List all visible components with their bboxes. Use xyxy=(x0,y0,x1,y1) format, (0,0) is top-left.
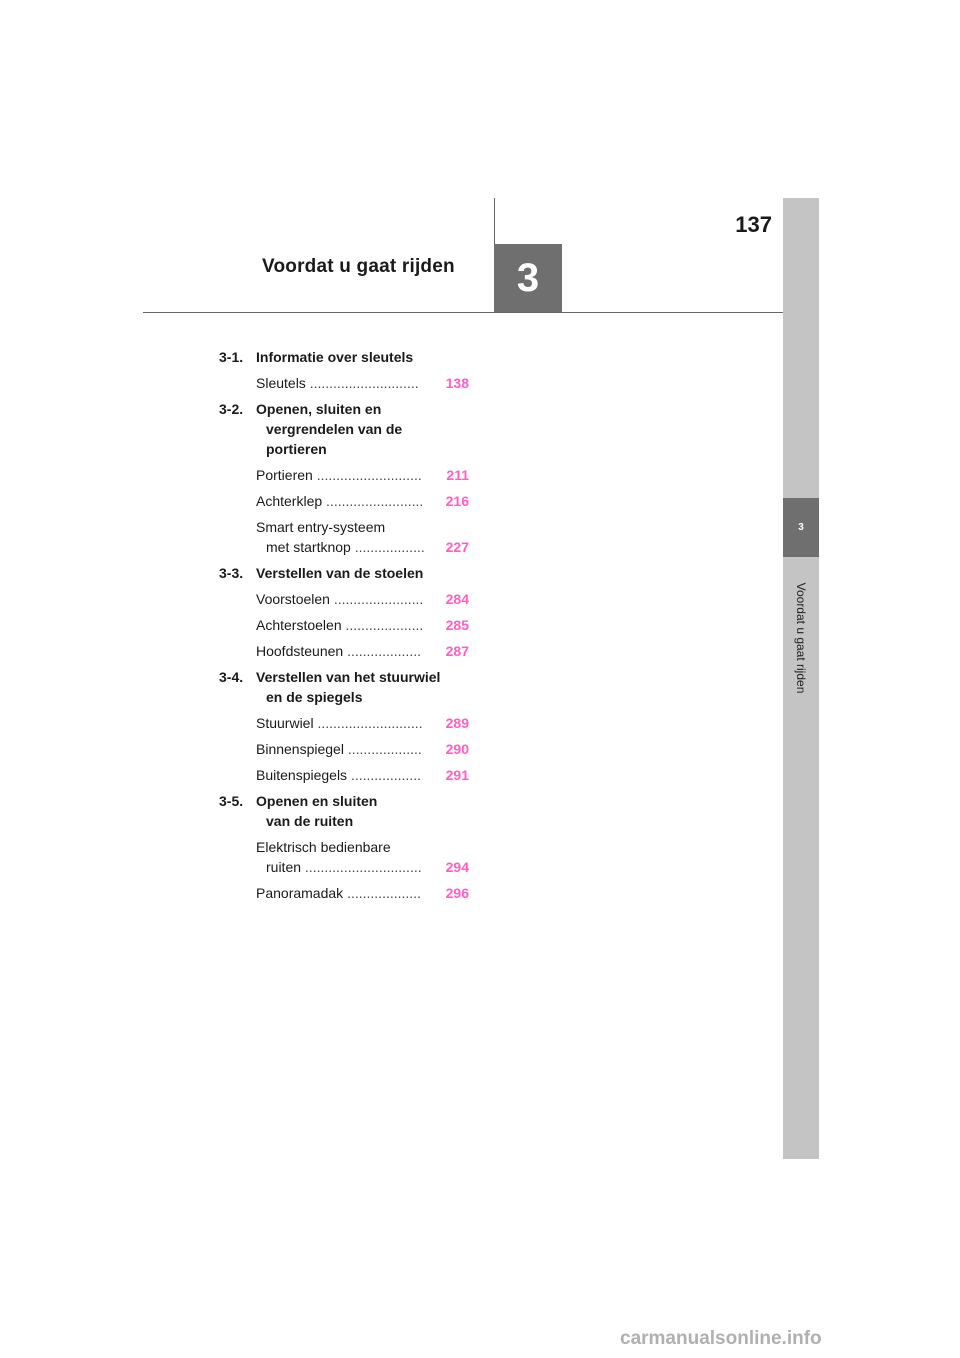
header-divider-vertical xyxy=(494,198,495,244)
toc-section-title: Verstellen van de stoelen xyxy=(256,565,424,581)
toc-entry-page-link[interactable]: 296 xyxy=(445,885,469,901)
toc-entry[interactable]: Smart entry-systeem met startknop .......… xyxy=(219,517,469,557)
page-number: 137 xyxy=(735,212,772,237)
toc-entry-label: Portieren xyxy=(256,467,313,483)
toc-section-title: van de ruiten xyxy=(266,813,354,829)
chapter-number-box: 3 xyxy=(494,244,562,312)
toc-entry-label: Achterklep xyxy=(256,493,323,509)
toc-section-title: vergrendelen van de xyxy=(266,421,403,437)
toc-entry-leader-dots: ............................ xyxy=(309,375,419,391)
toc-entry-page-link[interactable]: 216 xyxy=(445,493,469,509)
toc-entry-label: Hoofdsteunen xyxy=(256,643,344,659)
toc-section-heading: 3-5. Openen en sluiten van de ruiten xyxy=(219,791,469,831)
toc-section-heading: 3-2. Openen, sluiten en vergrendelen van d… xyxy=(219,399,469,459)
toc-entry-leader-dots: ................... xyxy=(347,741,422,757)
side-tab[interactable]: 3 Voordat u gaat rijden xyxy=(783,198,819,1159)
toc-entry-label: Stuurwiel xyxy=(256,715,314,731)
toc-section-number: 3-1. xyxy=(219,349,244,365)
toc-entry[interactable]: Elektrisch bedienbare ruiten ............… xyxy=(219,837,469,877)
toc-entry[interactable]: Sleutels ............................ 138 xyxy=(219,373,469,393)
toc-section-heading: 3-1. Informatie over sleutels xyxy=(219,347,469,367)
toc-section-title: Openen en sluiten xyxy=(256,793,378,809)
toc-section-number: 3-2. xyxy=(219,401,244,417)
toc-entry-page-link[interactable]: 285 xyxy=(445,617,469,633)
toc-section: 3-2. Openen, sluiten en vergrendelen van d… xyxy=(219,399,469,557)
toc-entry-leader-dots: .................... xyxy=(345,617,424,633)
toc-entry-leader-dots: ........................... xyxy=(316,467,422,483)
toc-entry-page-link[interactable]: 294 xyxy=(445,859,469,875)
toc-entry[interactable]: Hoofdsteunen ................... 287 xyxy=(219,641,469,661)
toc-entry-page-link[interactable]: 290 xyxy=(445,741,469,757)
toc-entry-label: Elektrisch bedienbare xyxy=(256,839,391,855)
toc-entry[interactable]: Binnenspiegel ................... 290 xyxy=(219,739,469,759)
header-divider xyxy=(143,312,783,313)
toc-entry[interactable]: Voorstoelen ....................... 284 xyxy=(219,589,469,609)
toc-section-number: 3-3. xyxy=(219,565,244,581)
toc-section-number: 3-5. xyxy=(219,793,244,809)
toc-section-heading: 3-4. Verstellen van het stuurwiel en de sp… xyxy=(219,667,469,707)
toc-entry-label: Sleutels xyxy=(256,375,306,391)
toc-entry[interactable]: Buitenspiegels .................. 291 xyxy=(219,765,469,785)
toc-entry-label: Smart entry-systeem xyxy=(256,519,386,535)
watermark: carmanualsonline.info xyxy=(620,1328,822,1349)
toc-entry-leader-dots: ......................... xyxy=(326,493,424,509)
toc-entry-leader-dots: ........................... xyxy=(317,715,423,731)
toc-entry-leader-dots: .................. xyxy=(354,539,425,555)
toc-entry-page-link[interactable]: 284 xyxy=(445,591,469,607)
toc-section-title: Informatie over sleutels xyxy=(256,349,414,365)
toc-section-heading: 3-3. Verstellen van de stoelen xyxy=(219,563,469,583)
toc-entry-label: Buitenspiegels xyxy=(256,767,348,783)
toc-entry[interactable]: Achterstoelen .................... 285 xyxy=(219,615,469,635)
toc-entry[interactable]: Portieren ........................... 211 xyxy=(219,465,469,485)
toc-entry-label: Achterstoelen xyxy=(256,617,342,633)
toc-entry-label: Panoramadak xyxy=(256,885,344,901)
toc-entry-label: ruiten xyxy=(266,859,302,875)
toc-section-title: en de spiegels xyxy=(266,689,363,705)
side-tab-label: Voordat u gaat rijden xyxy=(794,582,808,694)
toc-entry-leader-dots: ................... xyxy=(347,643,421,659)
toc-entry[interactable]: Achterklep ......................... 216 xyxy=(219,491,469,511)
toc-section-title: Verstellen van het stuurwiel xyxy=(256,669,441,685)
toc-section-title: portieren xyxy=(266,441,327,457)
side-tab-number: 3 xyxy=(783,498,819,557)
toc-entry-label: Binnenspiegel xyxy=(256,741,344,757)
toc-entry[interactable]: Stuurwiel ........................... 289 xyxy=(219,713,469,733)
toc-entry-leader-dots: ................... xyxy=(347,885,421,901)
toc-entry[interactable]: Panoramadak ................... 296 xyxy=(219,883,469,903)
toc-entry-label: Voorstoelen xyxy=(256,591,330,607)
toc-section: 3-4. Verstellen van het stuurwiel en de sp… xyxy=(219,667,469,785)
toc-section-number: 3-4. xyxy=(219,669,244,685)
toc-entry-page-link[interactable]: 287 xyxy=(445,643,469,659)
toc-entry-label: met startknop xyxy=(266,539,351,555)
toc-entry-page-link[interactable]: 211 xyxy=(446,467,469,483)
chapter-title: Voordat u gaat rijden xyxy=(262,256,455,277)
toc-entry-page-link[interactable]: 291 xyxy=(445,767,469,783)
toc-entry-leader-dots: .................. xyxy=(350,767,421,783)
toc-entry-leader-dots: .............................. xyxy=(304,859,422,875)
toc-section-title: Openen, sluiten en xyxy=(256,401,382,417)
toc-entry-page-link[interactable]: 227 xyxy=(445,539,469,555)
toc-entry-leader-dots: ....................... xyxy=(333,591,424,607)
toc-entry-page-link[interactable]: 138 xyxy=(445,375,469,391)
toc-entry-page-link[interactable]: 289 xyxy=(445,715,469,731)
